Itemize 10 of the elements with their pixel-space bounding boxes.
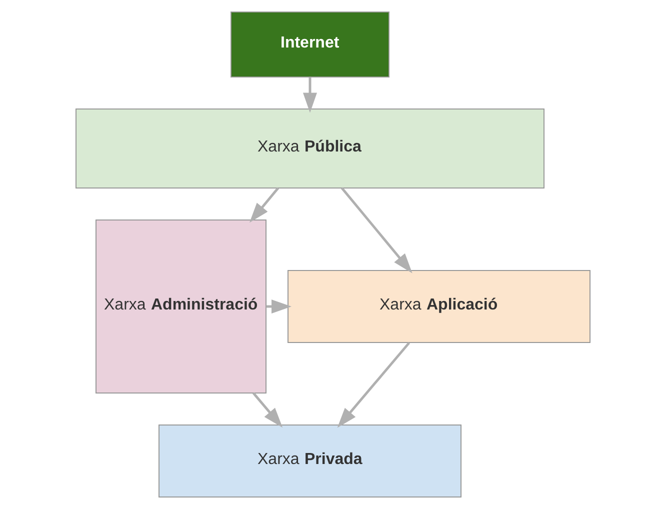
arrow: [336, 342, 410, 428]
arrow: [340, 187, 412, 274]
node-box: Xarxa Pública: [75, 108, 544, 188]
arrow: [252, 392, 282, 428]
arrow: [249, 187, 279, 223]
node-box: Internet: [230, 12, 389, 78]
node-box: Xarxa Administració: [95, 220, 266, 394]
node-box: Xarxa Privada: [158, 424, 461, 498]
node-box: Xarxa Aplicació: [287, 270, 590, 343]
arrow: [302, 77, 317, 113]
